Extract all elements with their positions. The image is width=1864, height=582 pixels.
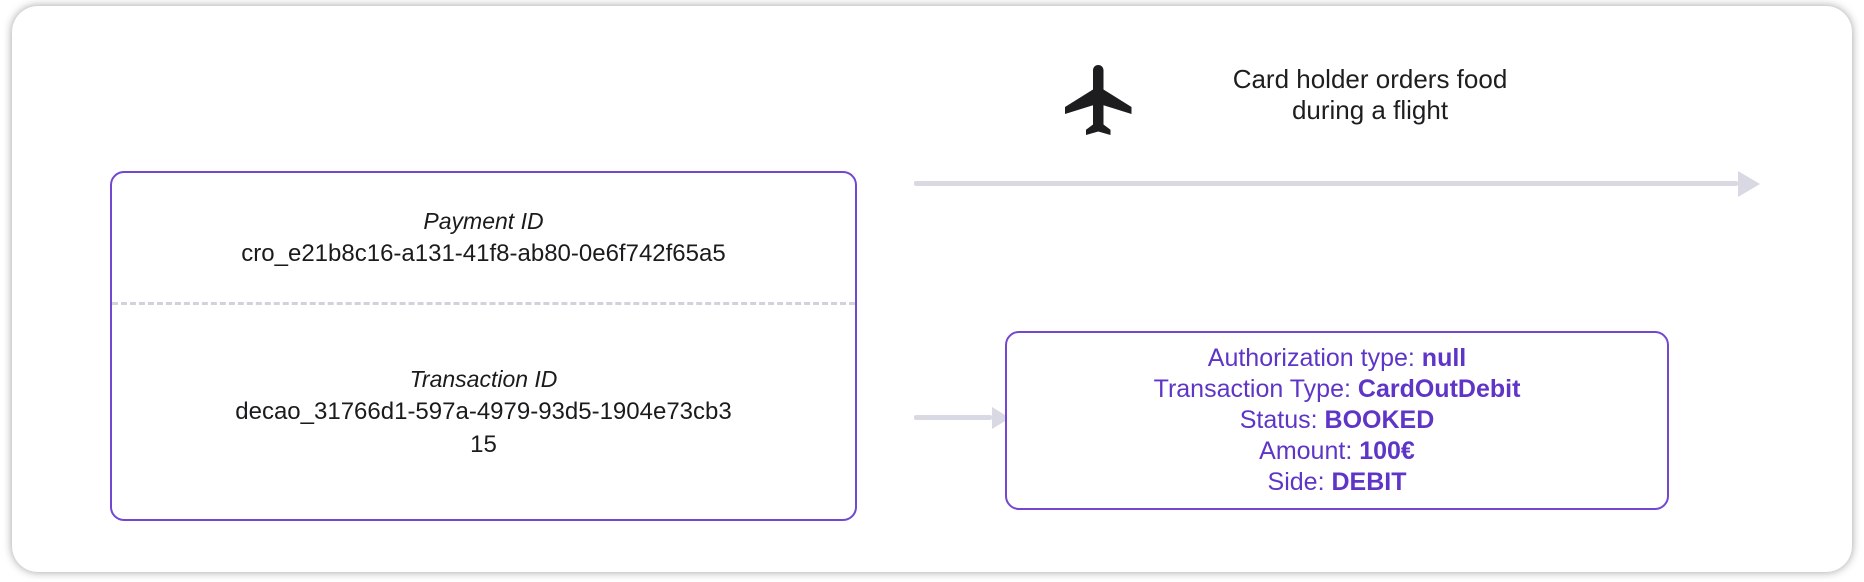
result-label: Side: bbox=[1267, 468, 1325, 496]
ids-box: Payment ID cro_e21b8c16-a131-41f8-ab80-0… bbox=[110, 171, 857, 521]
result-label: Transaction Type: bbox=[1153, 375, 1351, 403]
result-value: null bbox=[1421, 344, 1467, 372]
payment-id-value: cro_e21b8c16-a131-41f8-ab80-0e6f742f65a5 bbox=[241, 240, 726, 267]
airplane-icon bbox=[1065, 65, 1132, 135]
result-row-authorization-type: Authorization type: null bbox=[1208, 343, 1466, 374]
result-row-status: Status: BOOKED bbox=[1240, 405, 1435, 436]
transaction-id-label: Transaction ID bbox=[409, 366, 558, 392]
result-label: Status: bbox=[1239, 406, 1318, 434]
result-value: CardOutDebit bbox=[1357, 375, 1521, 403]
result-row-transaction-type: Transaction Type: CardOutDebit bbox=[1154, 374, 1521, 405]
annotation-caption-line2: during a flight bbox=[1291, 95, 1449, 125]
diagram-card: Payment ID cro_e21b8c16-a131-41f8-ab80-0… bbox=[12, 6, 1852, 572]
payment-section: Payment ID cro_e21b8c16-a131-41f8-ab80-0… bbox=[112, 173, 855, 302]
top-flow-arrow-shaft bbox=[914, 181, 1738, 186]
result-value: BOOKED bbox=[1324, 406, 1435, 434]
transaction-section: Transaction ID decao_31766d1-597a-4979-9… bbox=[112, 305, 855, 519]
result-value: DEBIT bbox=[1331, 468, 1407, 496]
result-value: 100€ bbox=[1359, 437, 1415, 465]
transaction-result-box: Authorization type: null Transaction Typ… bbox=[1005, 331, 1669, 510]
result-arrow-shaft bbox=[914, 415, 992, 420]
payment-id-label: Payment ID bbox=[423, 208, 544, 234]
annotation-caption-line1: Card holder orders food bbox=[1232, 64, 1508, 94]
annotation-caption: Card holder orders food during a flight bbox=[1160, 64, 1580, 126]
result-row-amount: Amount: 100€ bbox=[1259, 436, 1415, 467]
result-label: Authorization type: bbox=[1207, 344, 1415, 372]
top-flow-arrow-head bbox=[1738, 170, 1760, 197]
result-row-side: Side: DEBIT bbox=[1268, 467, 1407, 498]
dashed-divider bbox=[112, 302, 855, 305]
transaction-id-value: decao_31766d1-597a-4979-93d5-1904e73cb31… bbox=[235, 398, 732, 458]
result-label: Amount: bbox=[1259, 437, 1353, 465]
